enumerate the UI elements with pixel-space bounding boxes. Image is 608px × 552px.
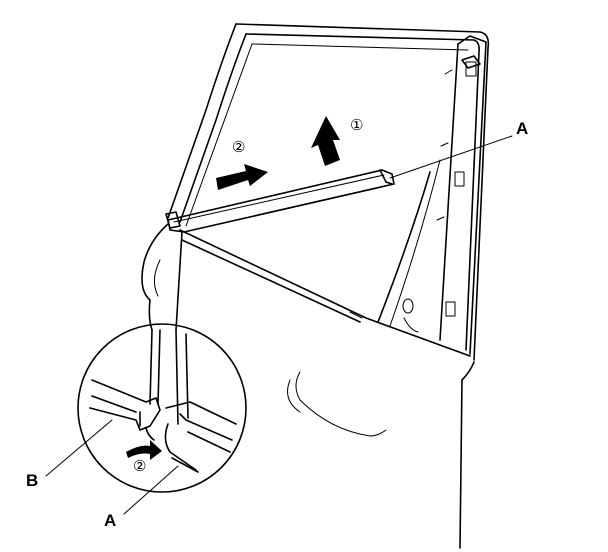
rear-glass-run-channel bbox=[436, 35, 487, 355]
molding-leader-to-detail bbox=[175, 231, 183, 331]
window-glass bbox=[185, 43, 469, 227]
detail-slide-arrow bbox=[126, 440, 162, 460]
callout-a-bottom-leader bbox=[123, 465, 179, 515]
door-molding-part-a bbox=[165, 169, 395, 233]
callout-a-top-leader bbox=[389, 135, 513, 179]
door-inner-panel bbox=[377, 159, 441, 333]
step-1-label: ① bbox=[350, 116, 363, 134]
channel-clip-lower bbox=[445, 301, 456, 317]
callout-b: B bbox=[26, 471, 38, 490]
callout-b-leader bbox=[45, 419, 113, 477]
step-2-label: ② bbox=[232, 138, 245, 156]
channel-clip-top bbox=[465, 61, 477, 77]
door-lower-body bbox=[141, 223, 475, 549]
up-arrow-step-1 bbox=[311, 116, 340, 166]
callout-a-bottom: A bbox=[104, 511, 116, 530]
door-beltline bbox=[179, 229, 471, 357]
step-2-detail-label: ② bbox=[133, 457, 146, 475]
door-sash-frame bbox=[167, 23, 490, 361]
detail-magnified-view bbox=[77, 323, 247, 493]
channel-clip-middle bbox=[454, 171, 465, 187]
callout-a-top: A bbox=[516, 119, 528, 138]
right-arrow-step-2 bbox=[216, 164, 268, 190]
detail-circle bbox=[77, 323, 247, 493]
